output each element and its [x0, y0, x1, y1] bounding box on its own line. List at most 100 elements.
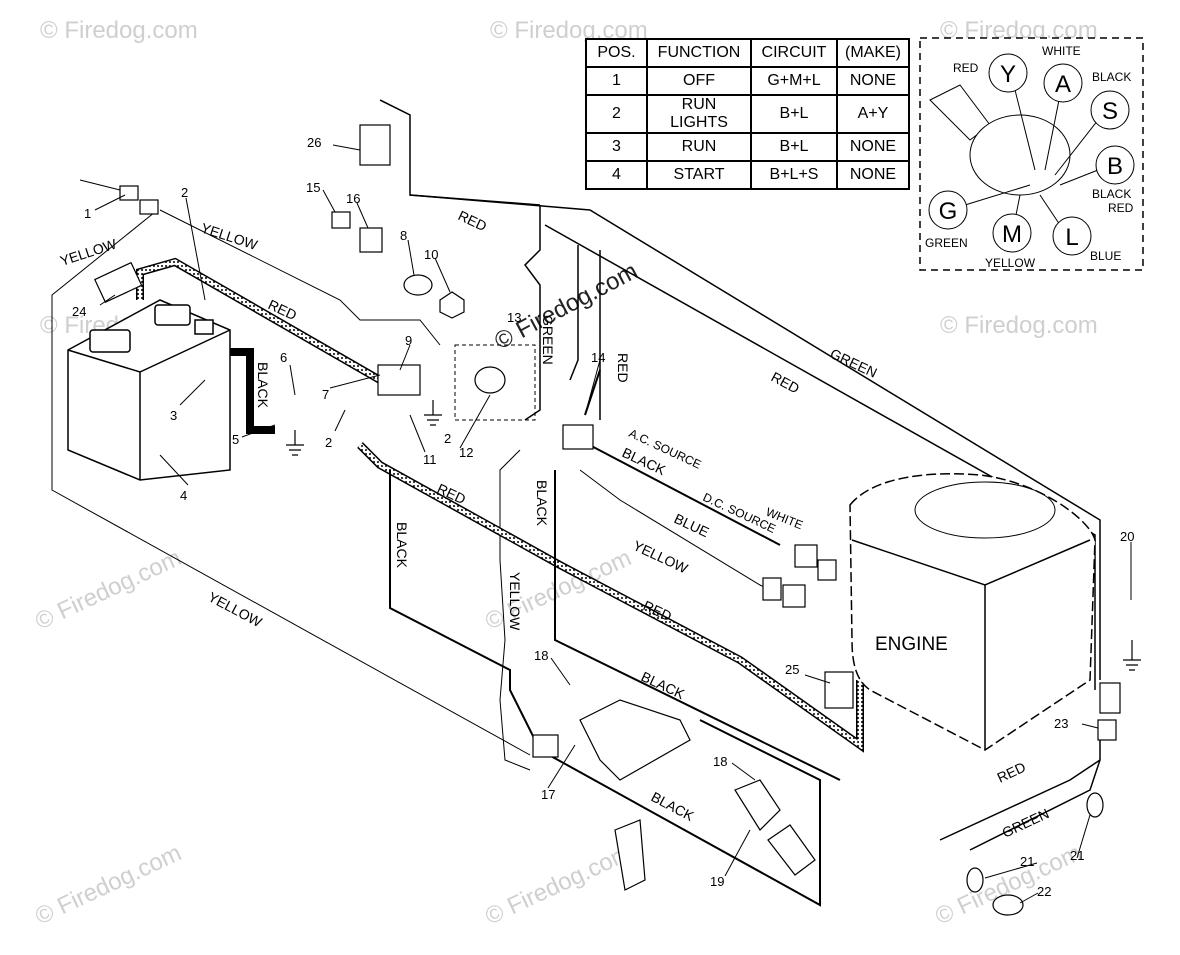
- table-cell: A+Y: [836, 94, 910, 134]
- watermark: © Firedog.com: [31, 544, 185, 635]
- terminal-l: L: [1065, 224, 1078, 251]
- table-cell: START: [646, 160, 752, 190]
- key-wire-yellow: YELLOW: [985, 256, 1036, 270]
- part-number: 26: [307, 135, 321, 150]
- wire-label-green: GREEN: [540, 315, 556, 365]
- part-number: 17: [541, 787, 555, 802]
- part-26-relay: [359, 124, 391, 166]
- wire-label-red: RED: [769, 369, 803, 397]
- part-number: 22: [1037, 884, 1051, 899]
- wire-label-green: GREEN: [1000, 805, 1052, 841]
- part-number: 18: [534, 648, 548, 663]
- battery: [67, 299, 231, 481]
- plug-white: [794, 544, 818, 568]
- terminal-m: M: [1002, 221, 1022, 248]
- part-numbers: 1 2 2 2 3 4 5 6 7 8 9 10 11 12 13 14 15 …: [72, 135, 1134, 899]
- terminal-y: Y: [1000, 61, 1016, 88]
- plug-dc: [782, 584, 806, 608]
- table-header: FUNCTION: [646, 38, 752, 68]
- part-number: 10: [424, 247, 438, 262]
- part-21-socket: [966, 867, 984, 893]
- part-number: 2: [444, 431, 451, 446]
- table-cell: 3: [585, 132, 648, 162]
- part-17-plug: [532, 734, 559, 758]
- table-cell: B+L+S: [750, 160, 838, 190]
- wire-label-yellow: YELLOW: [206, 589, 266, 631]
- key-wire-blue: BLUE: [1090, 249, 1121, 263]
- watermark: © Firedog.com: [31, 839, 185, 930]
- table-cell: G+M+L: [750, 66, 838, 96]
- table-cell: 4: [585, 160, 648, 190]
- part-20-plug: [1099, 682, 1121, 714]
- part-10-nut: [439, 291, 465, 319]
- part-number: 4: [180, 488, 187, 503]
- key-wire-black: BLACK: [1092, 70, 1131, 84]
- table-cell: 1: [585, 66, 648, 96]
- part-number: 21: [1020, 854, 1034, 869]
- bracket: [614, 819, 646, 891]
- wire-label-black: BLACK: [255, 362, 271, 409]
- terminal-b: B: [1107, 153, 1123, 180]
- ground-icon: [424, 400, 442, 426]
- part-number: 2: [181, 185, 188, 200]
- wire-label-black: BLACK: [534, 480, 550, 527]
- leader-lines: [94, 144, 1132, 904]
- table-header: POS.: [585, 38, 648, 68]
- part-number: 19: [710, 874, 724, 889]
- ground-icon: [286, 430, 304, 456]
- table-cell: RUN: [646, 132, 752, 162]
- part-21-socket-2: [1086, 792, 1104, 818]
- part-25-boot: [824, 671, 854, 709]
- table-cell: RUN LIGHTS: [646, 94, 752, 134]
- key-wire-green: GREEN: [925, 236, 968, 250]
- engine-label: ENGINE: [875, 634, 948, 655]
- part-16-clip: [359, 227, 383, 253]
- part-number: 8: [400, 228, 407, 243]
- wire-label-black: BLACK: [639, 668, 688, 702]
- part-15-clip: [331, 211, 351, 229]
- part-22-bulb: [992, 894, 1024, 916]
- wire-label-black: BLACK: [649, 789, 698, 825]
- wire-label-red: RED: [995, 759, 1029, 786]
- watermark: © Firedog.com: [481, 839, 635, 930]
- key-switch-detail: Y A S B G M L RED WHITE BLACK BLACK RED …: [919, 37, 1144, 271]
- black-wires: [389, 369, 841, 907]
- terminal-g: G: [939, 198, 958, 225]
- part-9-solenoid: [377, 364, 421, 396]
- wire-label-yellow: YELLOW: [507, 572, 523, 631]
- wire-label-yellow: YELLOW: [58, 235, 119, 268]
- part-number: 5: [232, 432, 239, 447]
- table-cell: OFF: [646, 66, 752, 96]
- part-17-seat-switch: [579, 699, 691, 781]
- part-number: 12: [459, 445, 473, 460]
- key-wire-black-red: BLACK: [1092, 187, 1131, 201]
- table-row: 4 START B+L+S NONE: [585, 160, 910, 190]
- part-8-bushing: [403, 274, 433, 296]
- table-cell: 2: [585, 94, 648, 134]
- watermark-main: © Firedog.com: [490, 257, 642, 355]
- table-cell: NONE: [836, 132, 910, 162]
- wire-label-green: GREEN: [828, 345, 880, 381]
- part-24-terminal-cover: [94, 261, 143, 304]
- plug-black: [817, 559, 837, 581]
- table-header: CIRCUIT: [750, 38, 838, 68]
- table-cell: B+L: [750, 94, 838, 134]
- watermark: © Firedog.com: [940, 312, 1098, 339]
- part-number: 6: [280, 350, 287, 365]
- key-wire-red: RED: [953, 61, 979, 75]
- wire-label-blue: BLUE: [672, 510, 712, 540]
- ground-symbols: [286, 400, 1141, 671]
- part-1-fuse-holder: [119, 185, 139, 201]
- table-cell: B+L: [750, 132, 838, 162]
- part-23-connector: [1097, 719, 1117, 741]
- engine-block: [849, 473, 1096, 751]
- part-number: 16: [346, 191, 360, 206]
- wire-label-red: RED: [456, 207, 490, 234]
- watermark: © Firedog.com: [40, 17, 198, 44]
- part-number: 25: [785, 662, 799, 677]
- part-number: 9: [405, 333, 412, 348]
- terminal-a: A: [1055, 71, 1071, 98]
- part-number: 1: [84, 206, 91, 221]
- part-number: 24: [72, 304, 86, 319]
- part-number: 14: [591, 350, 605, 365]
